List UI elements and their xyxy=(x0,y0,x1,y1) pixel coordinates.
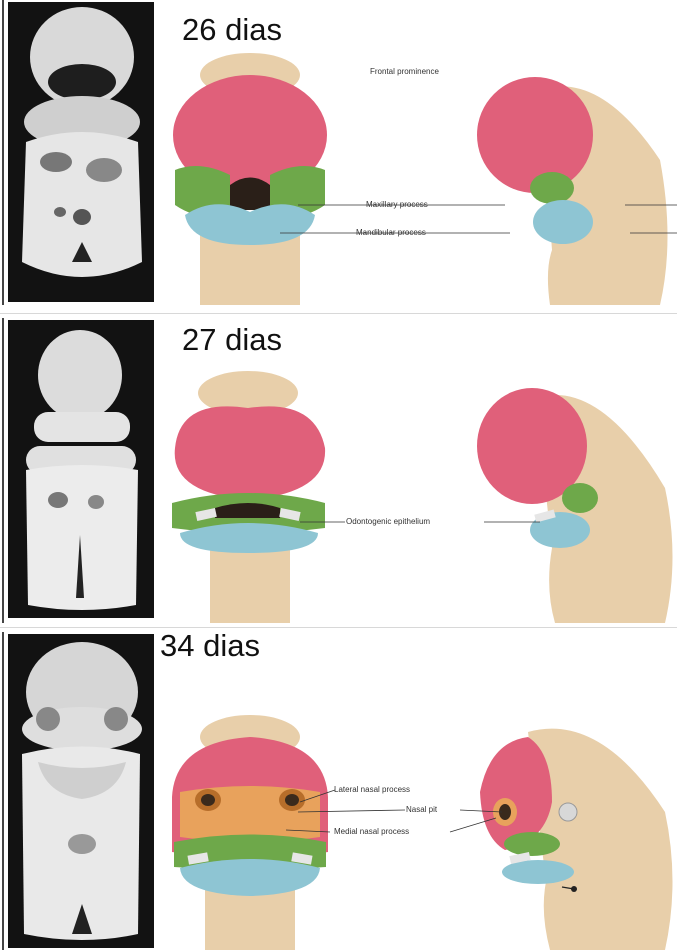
embryo-photo-27-days xyxy=(8,320,154,618)
mandibular-front xyxy=(180,859,320,896)
maxillary-side xyxy=(530,172,574,204)
panel-27-days: 27 dias Odontogenic epithelium xyxy=(0,318,677,623)
label-medial-nasal-process: Medial nasal process xyxy=(334,828,409,836)
label-nasal-pit: Nasal pit xyxy=(406,806,437,814)
label-maxillary-process: Maxillary process xyxy=(366,201,428,209)
label-frontal-prominence: Frontal prominence xyxy=(370,68,439,76)
left-edge-line xyxy=(2,0,4,305)
face-diagram-34-days xyxy=(160,632,677,950)
frontal-prominence-side xyxy=(477,77,593,193)
divider-2 xyxy=(0,627,677,628)
label-odontogenic-epithelium: Odontogenic epithelium xyxy=(346,518,430,526)
face-diagram-26-days xyxy=(160,0,677,305)
divider-1 xyxy=(0,313,677,314)
embryo-photo-26-days xyxy=(8,2,154,302)
panel-26-days: 26 dias Frontal prominence Maxillary pro… xyxy=(0,0,677,305)
eye-side xyxy=(559,803,577,821)
face-diagram-27-days xyxy=(160,318,677,623)
panel-34-days: 34 dias Lateral nasal process Nasal pit … xyxy=(0,632,677,950)
maxillary-side xyxy=(562,483,598,513)
embryo-photo-34-days xyxy=(8,634,154,948)
stomodeum-front xyxy=(230,178,270,211)
maxillary-side xyxy=(504,832,560,856)
left-edge-line xyxy=(2,318,4,623)
frontal-prominence-front xyxy=(175,406,325,500)
mandibular-side xyxy=(533,200,593,244)
left-edge-line xyxy=(2,632,4,950)
label-lateral-nasal-process: Lateral nasal process xyxy=(334,786,410,794)
label-mandibular-process: Mandibular process xyxy=(356,229,426,237)
